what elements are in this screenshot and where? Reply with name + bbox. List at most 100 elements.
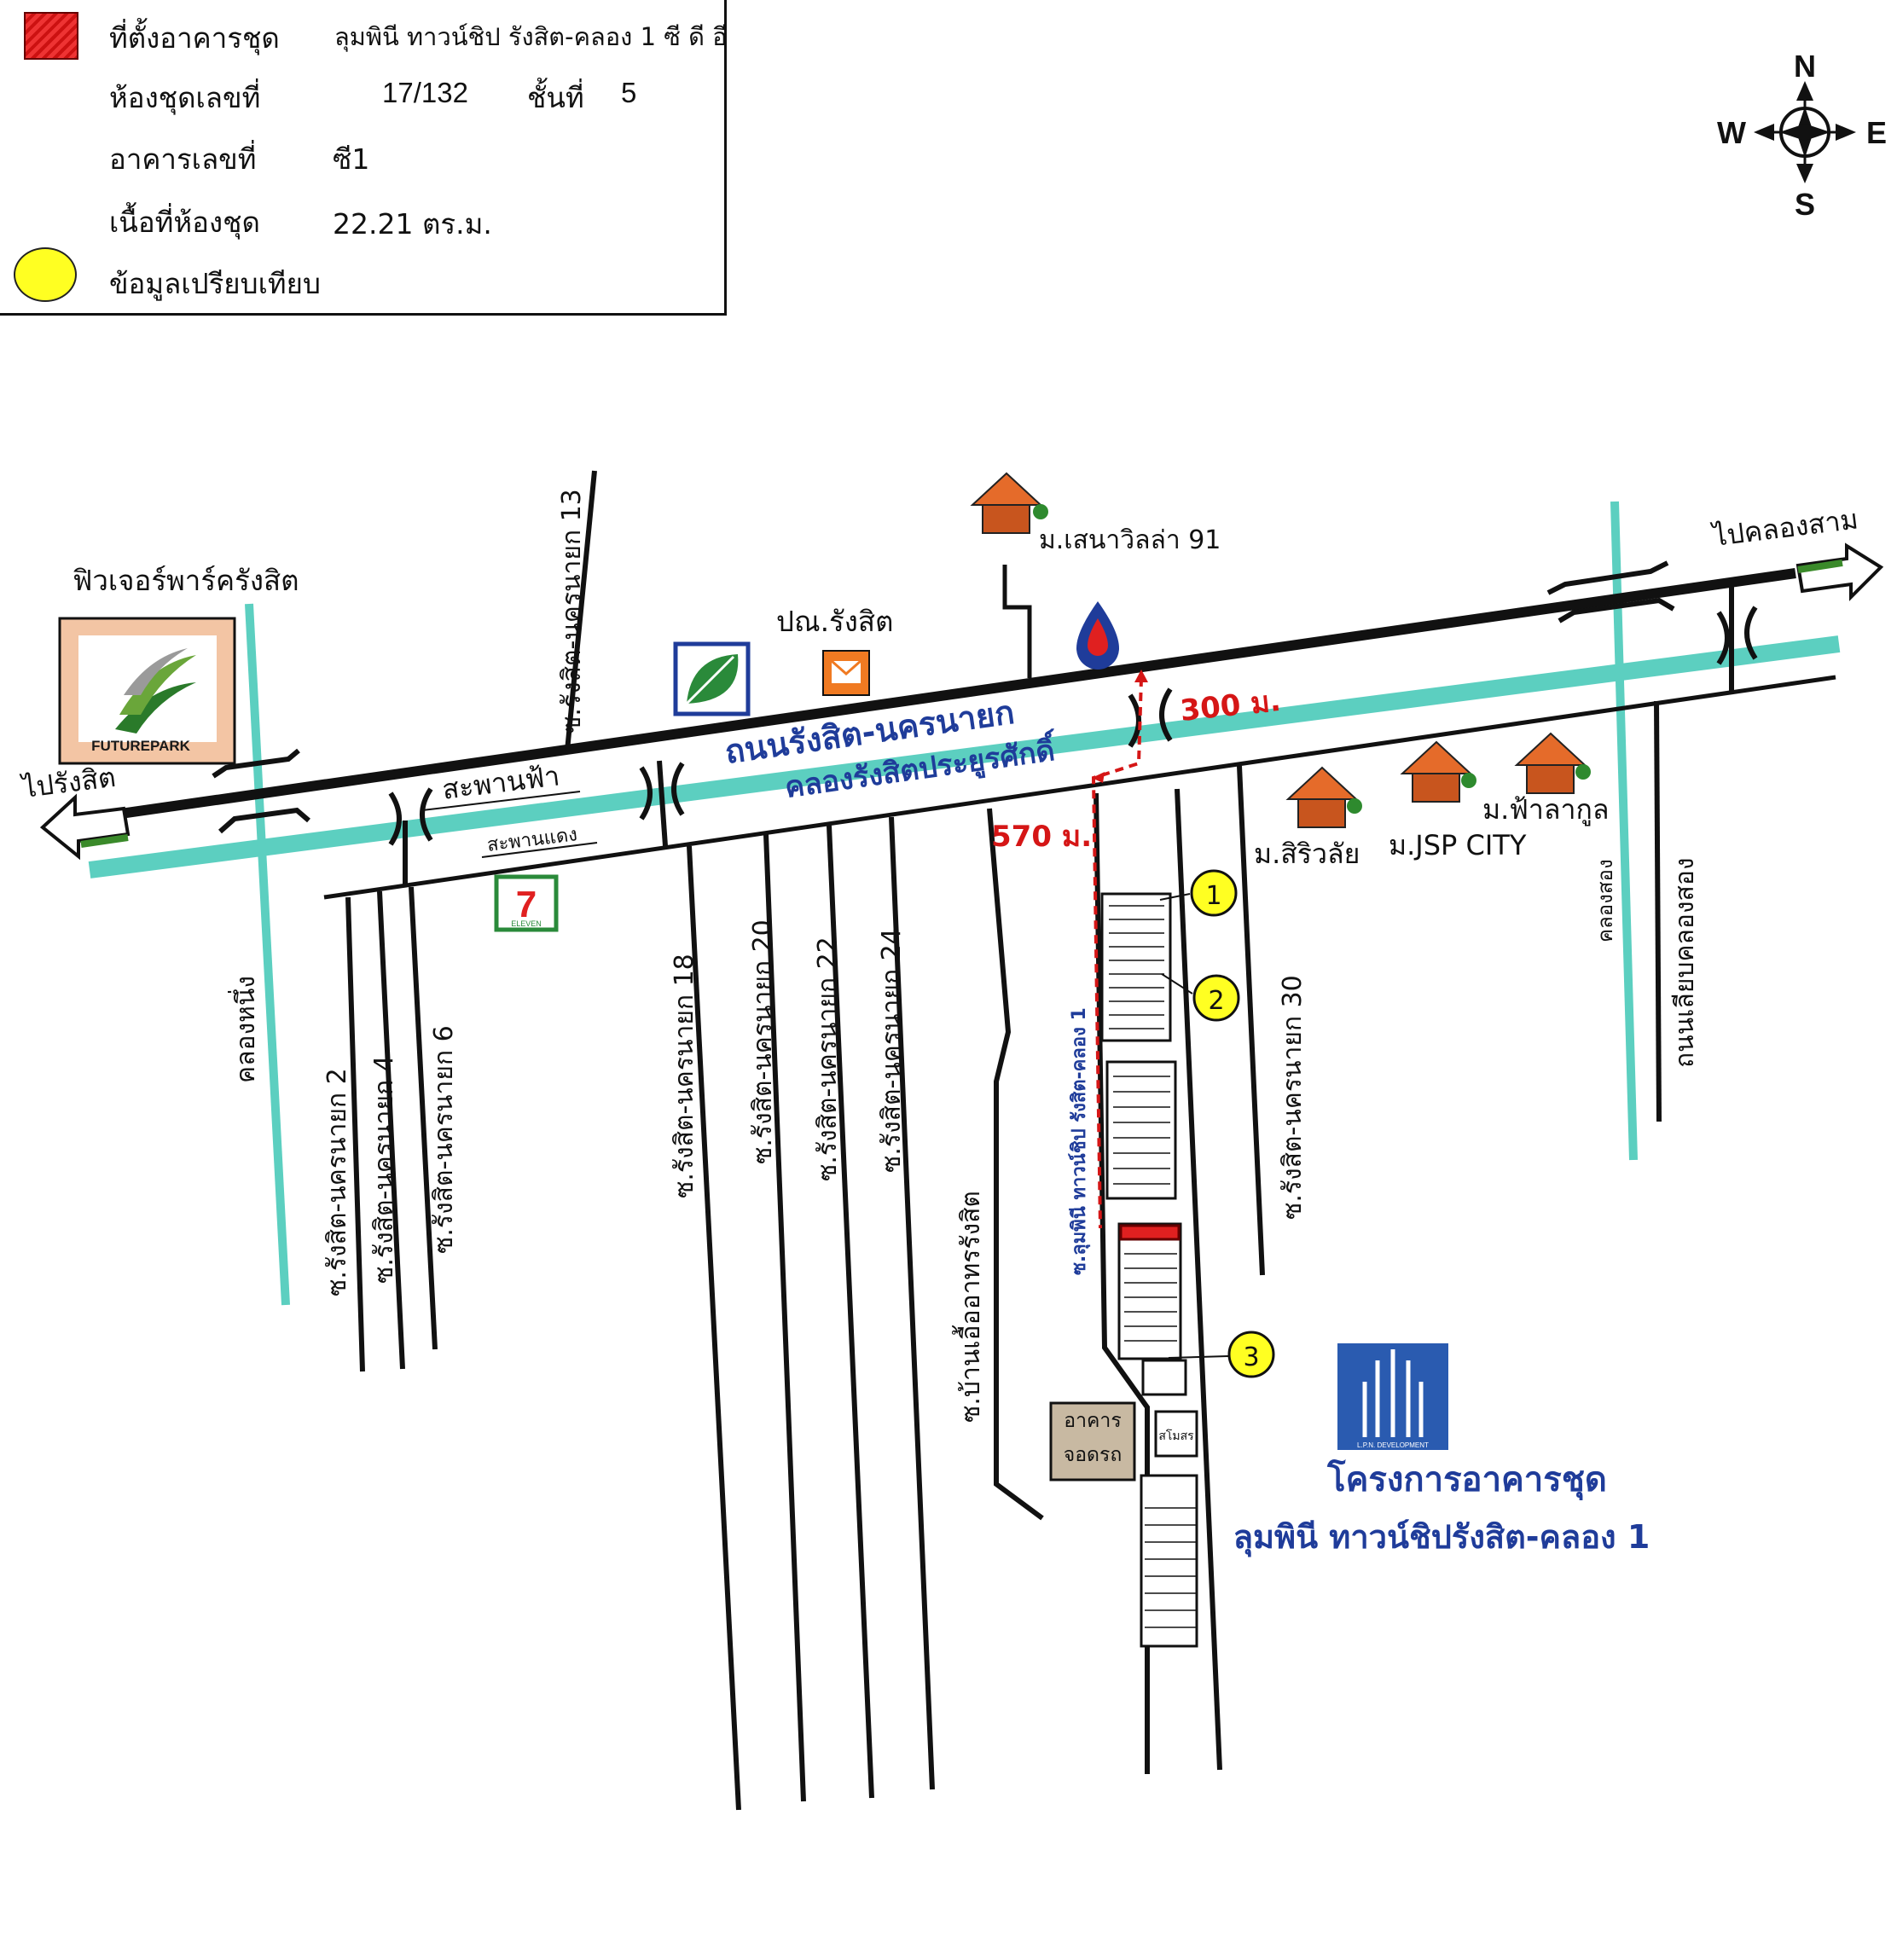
soi-30-label: ซ.รังสิต-นครนายก 30 [1278,975,1308,1220]
khlong-sam-overpass [1546,560,1734,691]
to-khlong-sam-label: ไปคลองสาม [1708,502,1859,553]
soi-18-label: ซ.รังสิต-นครนายก 18 [670,954,699,1198]
legend-unit-value: 17/132 [382,77,468,108]
soi-4-road [377,890,405,1370]
legend-unit-label: ห้องชุดเลขที่ [109,81,261,114]
soi-24-road [889,816,935,1790]
legend-box: ที่ตั้งอาคารชุด ลุมพินี ทาวน์ชิป รังสิต-… [0,0,728,316]
futurepark-logo-text: FUTUREPARK [91,738,191,754]
main-road-north-edge [84,568,1796,824]
compass-s: S [1795,187,1815,222]
soi-20-road [763,833,806,1802]
arrow-to-khlong-sam-icon [1795,542,1884,601]
arrow-to-rangsit-icon [39,793,131,861]
parking-label-1: อาคาร [1064,1410,1121,1432]
futurepark-logo: FUTUREPARK [58,617,236,765]
lpn-logo-text: L.P.N. DEVELOPMENT [1357,1441,1429,1449]
canals [88,501,1841,1306]
comparison-markers: 1 2 3 [1159,869,1275,1378]
site-swatch-icon [24,12,78,60]
distance-570-label: 570 ม. [991,820,1092,854]
post-office-icon [822,650,870,696]
soi-ban-uea-road [987,808,1044,1521]
house-sena-icon [970,472,1048,534]
fa-lakun-label: ม.ฟ้าลากูล [1482,793,1609,826]
soi-ban-uea-label: ซ.บ้านเอื้ออาทรรังสิต [952,1191,986,1423]
soi-lumpini-label: ซ.ลุมพินี ทาวน์ชิป รังสิต-คลอง 1 [1068,1007,1091,1275]
soi-2-label: ซ.รังสิต-นครนายก 2 [322,1068,352,1296]
legend-site-label: ที่ตั้งอาคารชุด [109,21,280,55]
legend-site-value: ลุมพินี ทาวน์ชิป รังสิต-คลอง 1 ซี ดี อี [334,22,728,51]
compass-e: E [1866,115,1887,150]
soi-20-label: ซ.รังสิต-นครนายก 20 [748,919,778,1164]
legend-area-value: 22.21 ตร.ม. [333,207,492,241]
bridge-icons [212,606,1758,887]
soi-13-road [565,470,597,751]
main-road-south-edge [323,675,1836,900]
legend-building-value: ซี1 [333,142,370,176]
parking-label-2: จอดรถ [1064,1444,1123,1466]
seven-eleven-icon: 7 ELEVEN [494,874,559,932]
soi-sena-villa-road [1002,565,1032,678]
house-siriwan-icon [1285,766,1362,828]
seven-eleven-sub: ELEVEN [511,919,542,928]
compass-icon: N S E W [1717,49,1887,222]
marker-2 [1192,974,1240,1022]
khlong-song-label: คลองสอง [1593,859,1617,942]
canal-khlong-song [1610,501,1638,1161]
legend-floor-label: ชั้นที่ [527,81,584,114]
soi-6-label: ซ.รังสิต-นครนายก 6 [429,1025,459,1254]
project-title-line2: ลุมพินี ทาวน์ชิปรังสิต-คลอง 1 [1233,1518,1650,1557]
clubhouse-box [1154,1410,1198,1458]
house-fa-lakun-icon [1514,732,1591,794]
khlong-song-side-road [1654,700,1662,1122]
compass-n: N [1794,49,1816,84]
jsp-city-label: ม.JSP CITY [1389,829,1527,861]
soi-24-label: ซ.รังสิต-นครนายก 24 [877,928,907,1173]
legend-compare-label: ข้อมูลเปรียบเทียบ [109,267,321,300]
legend-building-label: อาคารเลขที่ [109,142,257,176]
soi-22-label: ซ.รังสิต-นครนายก 22 [813,937,843,1181]
siriwan-label: ม.สิริวลัย [1254,838,1360,870]
futurepark-title: ฟิวเจอร์พาร์ครังสิต [73,564,299,597]
route-dashed [1091,677,1143,1229]
legend-floor-value: 5 [621,77,637,108]
project-buildings [1100,892,1198,1648]
gas-station-icon [1076,601,1119,670]
seven-eleven-number: 7 [516,884,537,925]
bridge-east-icon [1716,606,1758,665]
soi-30-road [1237,765,1265,1276]
khlong-nueng-label: คลองหนึ่ง [228,976,261,1083]
comparison-marker-icon [14,247,77,302]
canal-khlong-nueng [245,603,290,1306]
lpn-logo: L.P.N. DEVELOPMENT [1337,1343,1448,1450]
post-office-label: ปณ.รังสิต [776,605,893,638]
soi-2-road [345,896,365,1372]
soi-6-road [409,886,438,1350]
canal-rangsit-prayoonsak [88,635,1841,879]
marker-1-label: 1 [1205,881,1221,911]
bridge-skybridge-icon [388,787,433,846]
legend-area-label: เนื้อที่ห้องชุด [109,206,260,239]
soi-18-road [687,845,741,1811]
south-sois [345,700,1662,1811]
bank-logo-icon [673,641,751,716]
bridge-red-icon [639,762,685,821]
house-jsp-icon [1400,740,1476,803]
compass-w: W [1717,115,1746,150]
soi-4-label: ซ.รังสิต-นครนายก 4 [369,1055,399,1284]
marker-2-label: 2 [1208,986,1224,1016]
soi-13-label: ซ.รังสิต-นครนายก 13 [557,489,587,734]
marker-3 [1227,1331,1275,1378]
khlong-song-road-label: ถนนเลียบคลองสอง [1670,857,1700,1068]
marker-3-label: 3 [1243,1342,1259,1372]
sena-villa-label: ม.เสนาวิลล่า 91 [1039,525,1221,555]
to-rangsit-label: ไปรังสิต [18,761,117,804]
parking-building [1049,1401,1136,1482]
clubhouse-label: สโมสร [1158,1429,1194,1443]
site-building-c1 [1119,1224,1181,1241]
lumpini-road-east [1175,788,1222,1771]
marker-1 [1190,869,1238,917]
soi-22-road [827,825,874,1799]
